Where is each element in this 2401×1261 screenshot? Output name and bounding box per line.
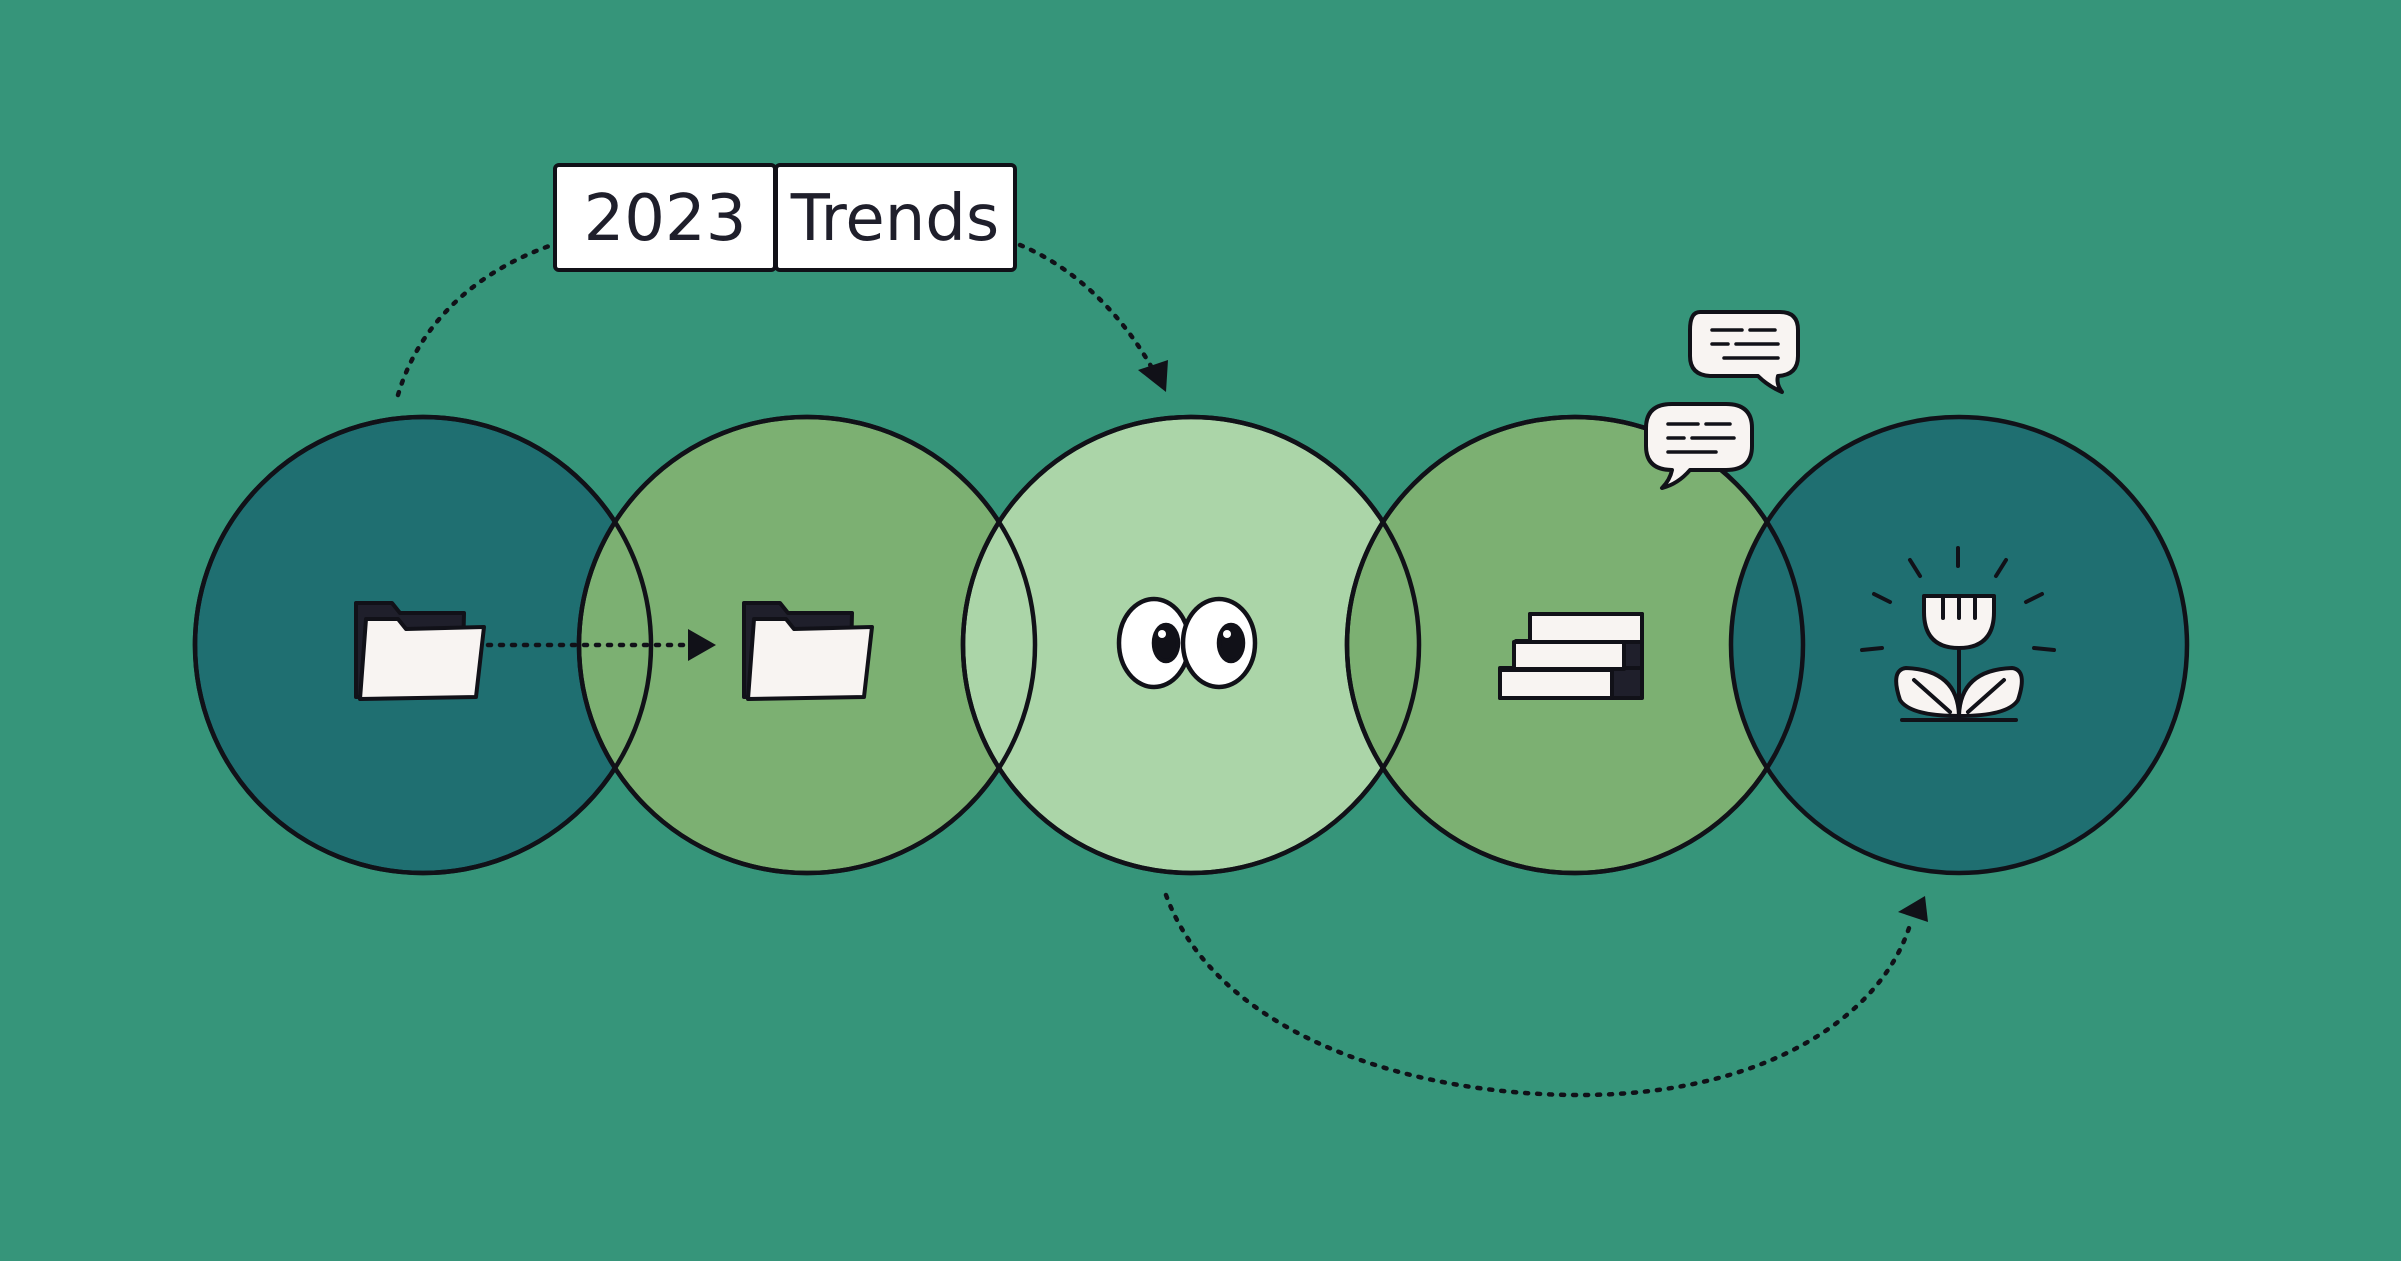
title-tags: 2023 Trends [553, 163, 1017, 272]
circle-outline-1 [192, 414, 654, 876]
circle-outline-2 [576, 414, 1038, 876]
arrowhead-folder [688, 629, 716, 661]
left-pupil [1151, 622, 1181, 664]
folder-icon [354, 601, 486, 701]
arrow-bottom-arc [1163, 892, 1913, 1098]
chat-bubble-icon [1644, 402, 1754, 490]
year-tag-label: 2023 [584, 182, 747, 256]
eyes-icon [1116, 596, 1258, 690]
flower-icon [1860, 546, 2056, 722]
folder-icon [742, 601, 874, 701]
circle-outline-3 [960, 414, 1422, 876]
arrow-top-arc-right [1017, 242, 1155, 371]
arrow-top-arc-left [395, 242, 555, 398]
right-pupil [1216, 622, 1246, 664]
word-tag: Trends [774, 163, 1017, 272]
circle-outline-4 [1344, 414, 1806, 876]
word-tag-box [774, 163, 1017, 272]
stairs-icon [1498, 612, 1644, 700]
chat-bubble-icon [1688, 310, 1800, 394]
arrow-heads [688, 360, 1928, 922]
stage-circles [192, 414, 2190, 876]
arrowhead-top [1138, 360, 1168, 392]
connector-arrows [395, 242, 1913, 1098]
word-tag-label: Trends [790, 182, 1000, 256]
arrowhead-bottom [1898, 896, 1928, 922]
year-tag: 2023 [553, 163, 777, 272]
